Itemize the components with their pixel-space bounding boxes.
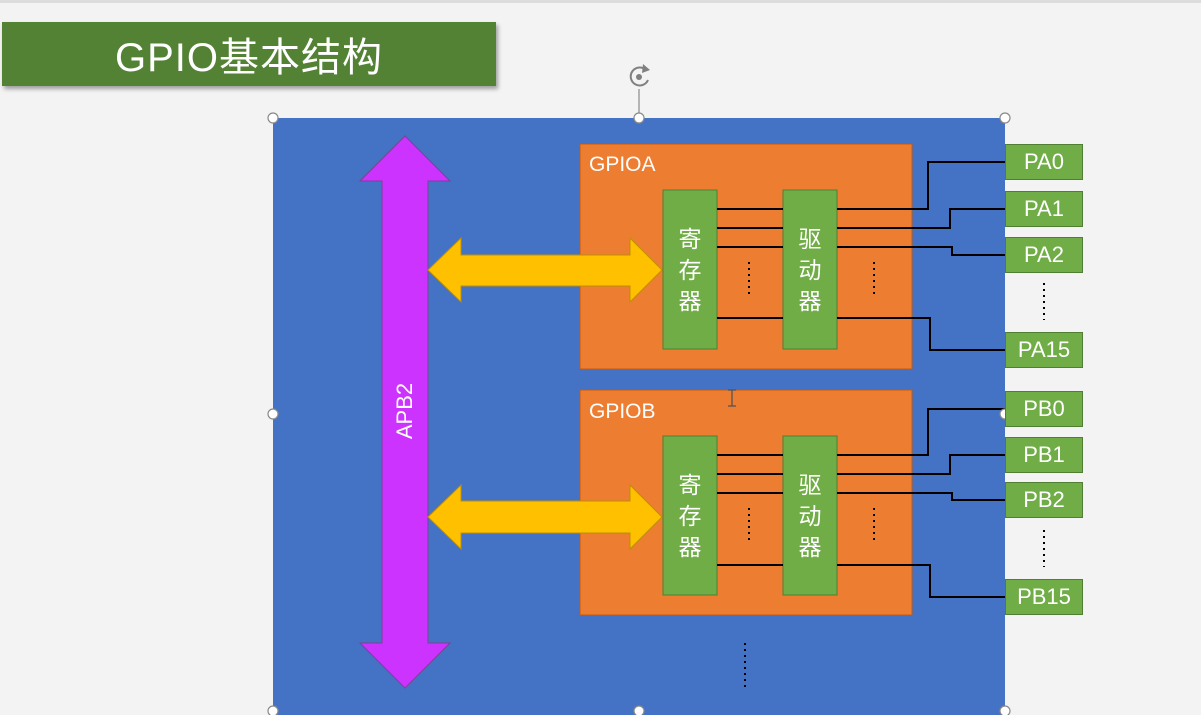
pin-pa2: PA2 <box>1005 237 1083 273</box>
gpiob-ellipsis-dots <box>748 508 875 544</box>
apb2-label: APB2 <box>392 382 417 440</box>
slide-title[interactable]: GPIO基本结构 <box>2 22 496 86</box>
pin-pa0: PA0 <box>1005 144 1083 180</box>
gpiob-label: GPIOB <box>589 400 656 423</box>
gpioa-register-label: 寄 存 器 <box>678 226 702 314</box>
top-border <box>0 0 1201 3</box>
gpioa-ellipsis-dots <box>748 262 875 298</box>
gpioa-link-arrow <box>427 236 663 304</box>
gpioa-driver-label: 驱 动 器 <box>798 226 822 314</box>
pin-pa15: PA15 <box>1005 332 1083 368</box>
text-cursor-icon <box>728 389 736 407</box>
pin-pa1: PA1 <box>1005 191 1083 227</box>
gpioa-driver-block <box>782 189 838 350</box>
apb2-bus-arrow <box>358 135 452 689</box>
gpiob-driver-label: 驱 动 器 <box>798 472 822 560</box>
gpiob-register-label: 寄 存 器 <box>678 472 702 560</box>
rotate-handle-icon[interactable] <box>629 64 650 113</box>
pin-pb2: PB2 <box>1005 482 1083 518</box>
gpiob-internal-wires <box>717 408 1005 598</box>
pin-ellipsis-dots <box>744 283 1045 690</box>
gpioa-internal-wires <box>717 161 1005 351</box>
gpioa-register-block <box>662 189 718 350</box>
pin-pb0: PB0 <box>1005 391 1083 427</box>
gpiob-register-block <box>662 435 718 596</box>
gpioa-label: GPIOA <box>589 153 656 176</box>
selection-handles[interactable] <box>267 112 1011 715</box>
gpiob-driver-block <box>782 435 838 596</box>
pin-pb15: PB15 <box>1005 579 1083 615</box>
pin-pb1: PB1 <box>1005 437 1083 473</box>
gpiob-link-arrow <box>427 483 663 551</box>
